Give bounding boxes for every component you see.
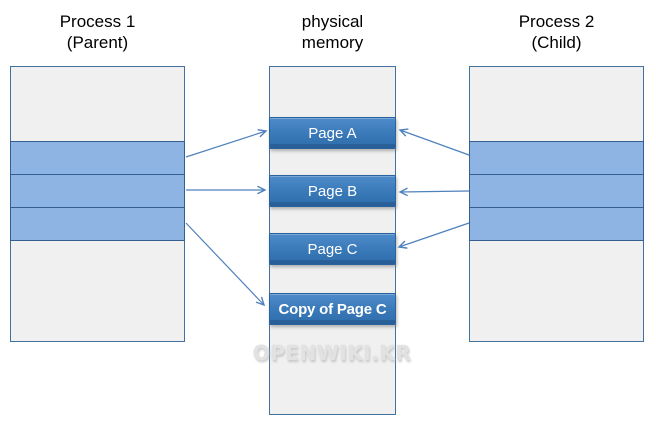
arrow-parent-to-copy-of-page-c [185,222,266,307]
arrow-child-to-page-c [397,222,470,249]
memory-title-line2: memory [301,33,364,52]
child-address-space [469,66,644,342]
page-b-box: Page B [269,175,396,207]
parent-frame-1 [10,141,185,175]
arrow-child-to-page-a [398,128,470,156]
arrow-parent-to-page-a [185,129,268,158]
child-title-line1: Process 2 [518,12,595,31]
arrow-child-to-page-b [398,187,470,197]
parent-frame-3 [10,207,185,241]
page-a-box: Page A [269,117,396,149]
watermark: OPENWIKI.KR [252,341,412,365]
parent-address-space [10,66,185,342]
parent-title: Process 1 (Parent) [10,11,185,53]
memory-title-line1: physical [301,12,364,31]
parent-title-line1: Process 1 [59,12,136,31]
parent-frame-2 [10,174,185,208]
physical-memory: Page A Page B Page C Copy of Page C [269,66,396,415]
child-frame-1 [469,141,644,175]
copy-of-page-c-box: Copy of Page C [269,293,396,325]
child-title: Process 2 (Child) [469,11,644,53]
child-frame-3 [469,207,644,241]
child-title-line2: (Child) [531,33,582,52]
parent-title-line2: (Parent) [66,33,129,52]
child-frame-2 [469,174,644,208]
memory-title: physical memory [269,11,396,53]
page-c-box: Page C [269,233,396,265]
